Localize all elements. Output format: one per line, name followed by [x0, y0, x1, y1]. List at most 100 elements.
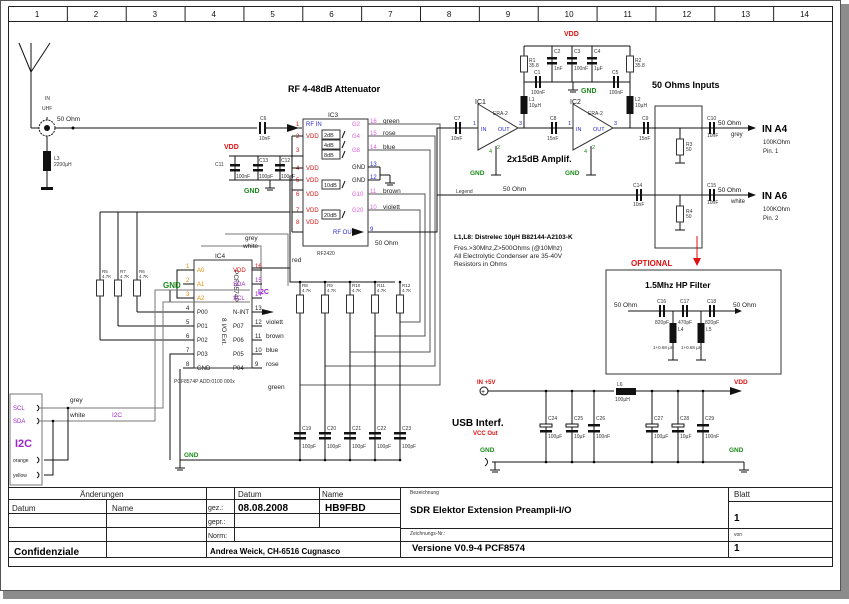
termination-box [654, 105, 703, 249]
ic4-pin-name: P03 [197, 352, 208, 358]
pullup-resistor [296, 294, 304, 314]
amp-pin-gnd: 2 [497, 145, 500, 151]
inductor [626, 96, 634, 114]
capacitor-plate [535, 76, 537, 88]
amp-pin-out: 3 [614, 121, 617, 127]
amp-gnd-label: GND [565, 170, 580, 177]
cap-ref: C22 [377, 426, 386, 432]
inductor-value: 10µH [529, 103, 541, 109]
ruler-column-label: 2 [94, 10, 99, 19]
amp-out: OUT [498, 127, 510, 133]
capacitor-plate [547, 57, 557, 60]
ic3-vdd-label: VDD [224, 144, 239, 151]
resistor-ref: R6 [139, 269, 145, 274]
ic4-i2c-label: I2C [258, 289, 269, 296]
capacitor-plate [682, 305, 684, 317]
notes-line-0: Fres.>30Mhz,Z>500Ohms (@10Mhz) [454, 245, 562, 252]
filter-out-impedance: 50 Ohm [733, 302, 756, 309]
notes-line-1: All Electrolytic Condenser are 35-40V [454, 253, 563, 260]
drawing-no-label: Zeichnungs-Nr.: [410, 531, 445, 537]
resistor-value: 4.7K [120, 274, 129, 279]
i2c-connector-title: I2C [15, 438, 32, 450]
amp-out: OUT [593, 127, 605, 133]
ic3-pin-number: 12 [370, 175, 377, 181]
cap-value: 820pF [655, 320, 669, 326]
ic4-pin-name: P07 [233, 324, 244, 330]
pullup-resistor [371, 294, 379, 314]
ic4-pin-number: 2 [186, 278, 190, 284]
amplifier-icon [477, 103, 520, 151]
attenuation-step-label: 8dB [324, 153, 334, 159]
c6-ref: C6 [260, 116, 267, 122]
l3-value: 2200µH [54, 162, 72, 168]
cap-value: 470pF [678, 320, 692, 326]
pullup-resistor [96, 279, 104, 297]
ic3-pin-name: VDD [306, 178, 319, 184]
l6-ref: L6 [617, 382, 623, 388]
bezeichnung-label: Bezeichnung [410, 490, 439, 496]
ruler-column-label: 5 [270, 10, 275, 19]
antenna-uhf-label: UHF [42, 106, 52, 112]
cap-ref: C27 [654, 416, 663, 422]
ic3-pin-number: 7 [296, 208, 300, 214]
arrow-icon [287, 124, 299, 132]
ic3-pin-number: 14 [370, 145, 377, 151]
capacitor-plate [567, 62, 577, 65]
gepr-label: gepr.: [208, 519, 226, 526]
ic3-pin-name: G4 [352, 134, 361, 140]
ruler-column-label: 6 [329, 10, 334, 19]
capacitor-plate [636, 189, 638, 201]
ic4-body [193, 259, 253, 369]
capacitor-plate [344, 432, 356, 435]
channel-impedance: 50 Ohm [718, 187, 741, 194]
ic4-pin-name: P04 [233, 366, 244, 372]
cap-value: 100nF [531, 90, 545, 96]
ic4-wire-label: brown [266, 333, 284, 340]
ic4-pin-name: VDD [233, 268, 246, 274]
cap-ref: C18 [707, 299, 716, 305]
inputs-title: 50 Ohms Inputs [652, 80, 720, 90]
capacitor-plate [566, 430, 578, 433]
usb-in-label: IN +5V [477, 380, 496, 386]
termination-resistor [676, 138, 684, 156]
cap-value: 10µF [574, 434, 586, 440]
i2c-wire-grey-label: grey [70, 397, 83, 404]
inductor [697, 323, 705, 343]
i2c-pin-label: SDA [13, 419, 25, 425]
antenna-impedance: 50 Ohm [57, 116, 80, 123]
ic3-wire-label: green [383, 118, 400, 125]
capacitor-plate [709, 189, 711, 201]
resistor-ref: R12 [402, 283, 411, 288]
cap-value: 10nF [451, 136, 462, 142]
ic4-pin-number: 12 [255, 320, 262, 326]
cap-value: 15nF [639, 136, 650, 142]
channel-wire: white [730, 199, 746, 205]
capacitor-plate [713, 305, 715, 317]
ic4-pin-name: P01 [197, 324, 208, 330]
pullup-resistor [346, 294, 354, 314]
capacitor-plate [344, 437, 356, 440]
cap-ref: C16 [657, 299, 666, 305]
amp-pin-out: 3 [519, 121, 522, 127]
i2c-pin-label: SCL [13, 406, 25, 412]
cap-ref: C5 [612, 70, 619, 76]
ruler-column-label: 3 [153, 10, 158, 19]
ic3-wire-label: brown [383, 188, 401, 195]
capacitor-plate [646, 430, 658, 433]
cap-ref: C29 [705, 416, 714, 422]
antenna-in-label: IN [45, 96, 50, 102]
usb-caps: C24100µFC2510µFC26100nFC27100µFC2810µFC2… [539, 389, 719, 464]
title-block [8, 487, 833, 558]
ruler-column-label: 8 [447, 10, 452, 19]
capacitor-plate [319, 437, 331, 440]
arrow-icon [262, 309, 274, 315]
pullup-resistor [396, 294, 404, 314]
amp-in: IN [481, 127, 487, 133]
cap-ref: C2 [554, 49, 561, 55]
ic3-pin-number: 5 [296, 178, 300, 184]
ic4-pin-name: A0 [197, 268, 205, 274]
sheet-label: Blatt [734, 490, 751, 499]
